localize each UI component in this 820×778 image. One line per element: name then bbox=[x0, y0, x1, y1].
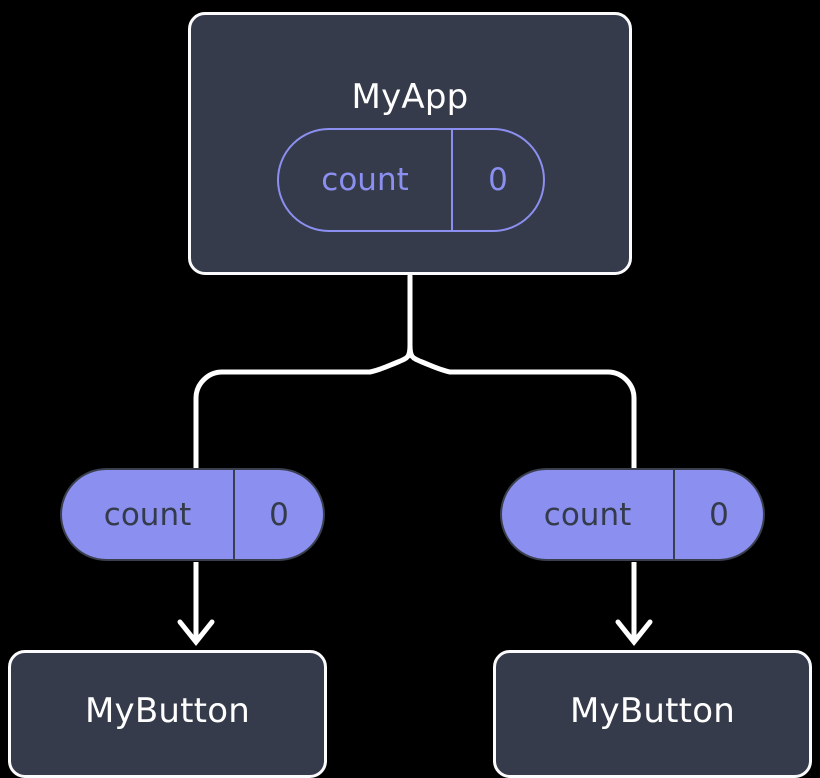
state-pill-left-key: count bbox=[103, 496, 192, 533]
fork-connector bbox=[407, 273, 637, 471]
component-label-myapp: MyApp bbox=[351, 77, 469, 117]
component-label-mybutton-left: MyButton bbox=[85, 691, 250, 731]
state-pill-root-value: 0 bbox=[451, 130, 543, 230]
component-box-mybutton-right[interactable]: MyButton bbox=[493, 650, 812, 778]
state-pill-root[interactable]: count 0 bbox=[277, 128, 545, 232]
state-pill-right-key: count bbox=[543, 496, 632, 533]
component-box-mybutton-left[interactable]: MyButton bbox=[8, 650, 327, 778]
component-label-mybutton-right: MyButton bbox=[570, 691, 735, 731]
arrow-head-right bbox=[615, 619, 653, 647]
state-pill-right-value: 0 bbox=[673, 470, 763, 559]
state-pill-root-key: count bbox=[321, 162, 409, 198]
arrow-head-left bbox=[177, 619, 215, 647]
state-pill-right[interactable]: count 0 bbox=[500, 468, 765, 561]
fork-connector-left bbox=[193, 342, 413, 471]
state-pill-left-value: 0 bbox=[233, 470, 323, 559]
state-pill-left[interactable]: count 0 bbox=[60, 468, 325, 561]
